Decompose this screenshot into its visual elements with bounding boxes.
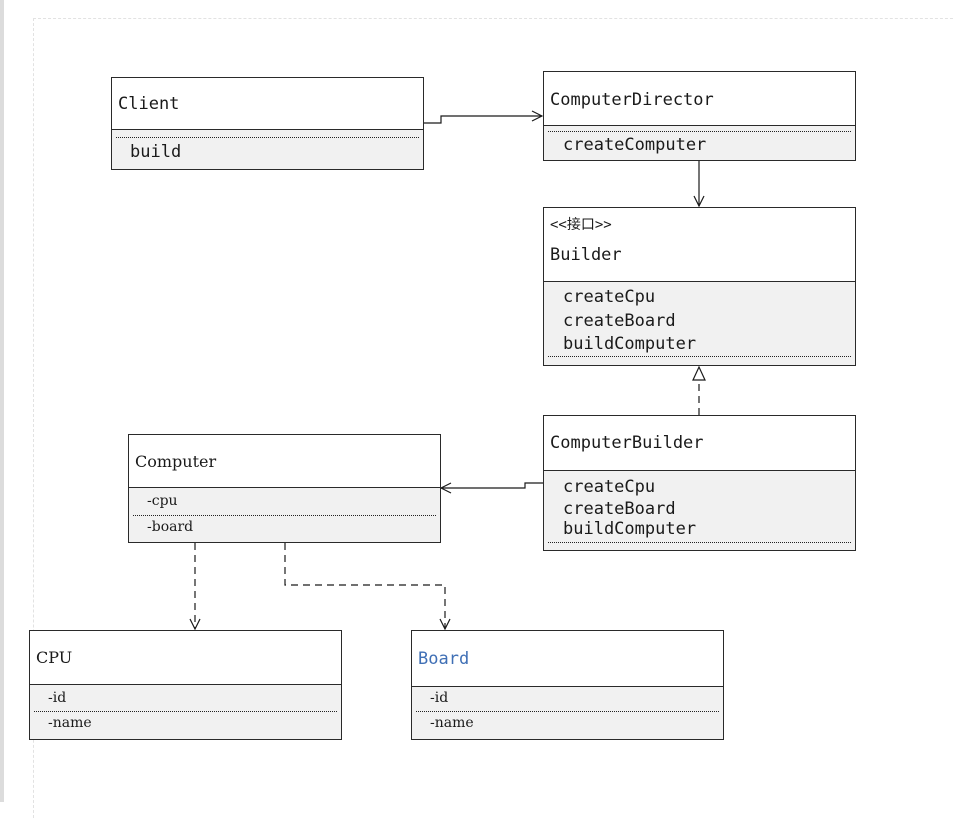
member-separator [116, 137, 419, 138]
class-computer-field-cpu: -cpu [147, 493, 178, 509]
interface-builder[interactable]: <<接口>> Builder createCpu createBoard bui… [543, 207, 856, 366]
interface-builder-name: Builder [550, 245, 622, 265]
window-left-edge [0, 0, 4, 802]
class-board[interactable]: Board -id -name [411, 630, 724, 740]
class-computer-field-board: -board [147, 519, 194, 535]
member-separator [548, 542, 851, 543]
class-computer-builder-method-create-cpu: createCpu [563, 477, 656, 497]
class-computer-builder-name: ComputerBuilder [550, 433, 704, 453]
client-to-director-association [424, 116, 542, 124]
computer-to-board-dependency [284, 543, 445, 629]
interface-builder-method-create-cpu: createCpu [563, 287, 656, 307]
class-client-method-build: build [130, 142, 182, 162]
class-computer-director-method-create-computer: createComputer [563, 135, 707, 155]
interface-builder-method-build-computer: buildComputer [563, 334, 697, 354]
class-computer-builder-method-build-computer: buildComputer [563, 519, 697, 539]
interface-builder-method-create-board: createBoard [563, 311, 676, 331]
class-client-name: Client [118, 94, 180, 114]
class-cpu-field-name: -name [48, 715, 92, 731]
class-computer[interactable]: Computer -cpu -board [128, 434, 441, 543]
member-separator [133, 515, 436, 516]
class-computer-builder-method-create-board: createBoard [563, 499, 676, 519]
class-board-field-name: -name [430, 715, 474, 731]
class-board-name: Board [418, 649, 470, 669]
diagram-canvas [33, 18, 953, 818]
class-computer-director[interactable]: ComputerDirector createComputer [543, 71, 856, 161]
computerbuilder-to-computer-association [441, 482, 543, 488]
class-cpu-field-id: -id [48, 690, 67, 706]
interface-builder-stereotype: <<接口>> [550, 217, 612, 233]
class-computer-builder[interactable]: ComputerBuilder createCpu createBoard bu… [543, 415, 856, 551]
class-cpu-name: CPU [36, 648, 73, 667]
member-separator [548, 356, 851, 357]
member-separator [34, 711, 337, 712]
member-separator [548, 131, 851, 132]
class-client[interactable]: Client build [111, 77, 424, 170]
class-computer-name: Computer [135, 452, 217, 471]
class-board-field-id: -id [430, 690, 449, 706]
member-separator [416, 711, 719, 712]
class-cpu[interactable]: CPU -id -name [29, 630, 342, 740]
class-computer-director-name: ComputerDirector [550, 90, 714, 110]
